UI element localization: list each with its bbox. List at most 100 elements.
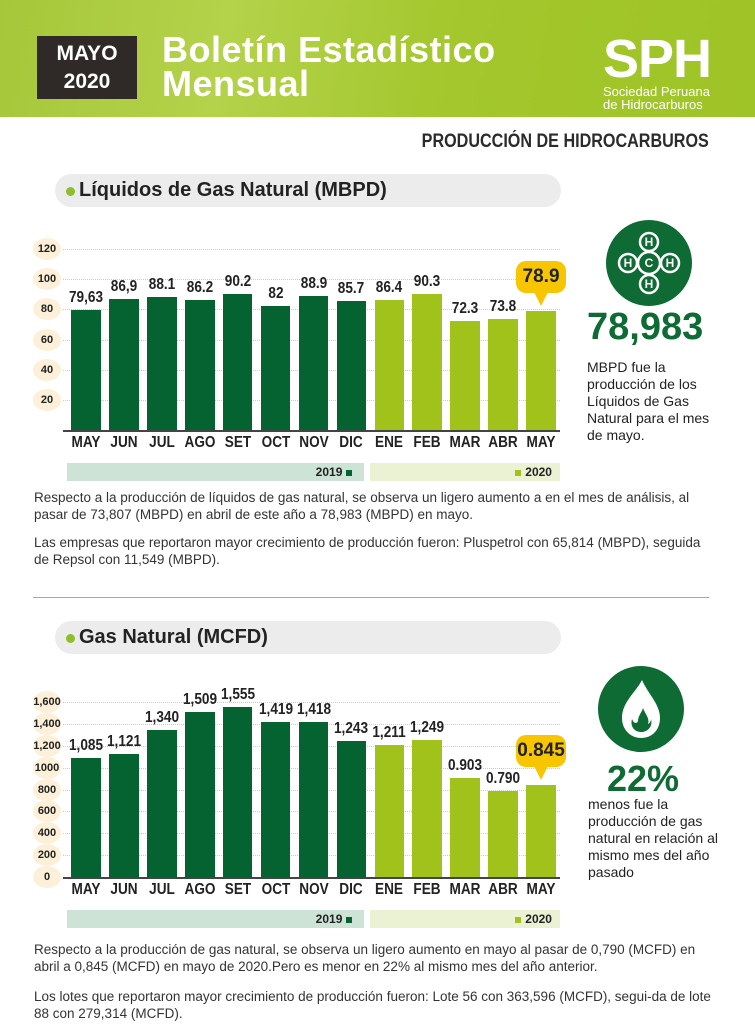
legend-label-2019: 2019: [315, 912, 343, 926]
bar-value-label: 1,555: [220, 685, 255, 703]
gridline: [63, 702, 560, 703]
bar-dic-2019: [336, 300, 367, 430]
legend-swatch-2020: [515, 470, 522, 476]
x-tick-label: MAY: [71, 881, 101, 898]
bar-value-label: 86.4: [376, 278, 403, 296]
bar-ene-2020: [374, 299, 405, 430]
sph-logo: SPH Sociedad Peruana de Hidrocarburos: [603, 29, 712, 112]
y-tick-label: 400: [33, 822, 61, 845]
x-tick-label: OCT: [261, 881, 290, 898]
bullet-icon: [66, 187, 75, 196]
bar-may-2020: [526, 310, 556, 430]
bar-value-label: 88.9: [300, 274, 327, 292]
bar-jun-2019: [109, 298, 139, 430]
gas-paragraph-1: Respecto a la producción de gas natural,…: [34, 942, 696, 974]
x-tick-label: OCT: [261, 434, 290, 451]
y-tick-label: 600: [33, 800, 61, 823]
bar-mar-2020: [450, 778, 480, 877]
x-tick-label: JUN: [110, 434, 138, 451]
y-tick-label: 100: [33, 268, 61, 291]
x-tick-label: FEB: [413, 434, 441, 451]
y-tick-label: 200: [33, 844, 61, 867]
logo-text: SPH: [603, 29, 712, 89]
x-tick-label: ABR: [488, 434, 518, 451]
legend-swatch-2019: [346, 917, 353, 923]
bar-jul-2019: [147, 730, 177, 877]
bar-value-label: 86,9: [110, 277, 138, 295]
bar-abr-2020: [488, 790, 518, 877]
bar-abr-2020: [488, 318, 518, 430]
legend-label-2019: 2019: [315, 465, 343, 479]
section-divider: [33, 597, 709, 598]
atom-h: H: [645, 235, 654, 249]
bar-value-label: 79,63: [68, 288, 103, 306]
bar-value-label: 73.8: [489, 297, 517, 315]
x-tick-label: MAY: [526, 881, 556, 898]
bar-nov-2019: [298, 721, 329, 877]
bar-nov-2019: [298, 295, 329, 430]
x-tick-label: MAR: [449, 434, 481, 451]
liquids-paragraph-1: Respecto a la producción de líquidos de …: [34, 490, 690, 522]
x-tick-label: ABR: [488, 881, 518, 898]
legend-2020: 2020: [370, 910, 560, 928]
atom-h: H: [645, 277, 654, 291]
chart-title-text: Líquidos de Gas Natural (MBPD): [79, 179, 387, 201]
gas-paragraph-2: Los lotes que reportaron mayor crecimien…: [34, 989, 711, 1021]
bar-jul-2019: [147, 297, 177, 430]
y-tick-label: 1,200: [33, 734, 61, 757]
bar-may-2019: [71, 309, 101, 430]
x-tick-label: JUL: [148, 434, 175, 451]
month: MAYO: [56, 42, 118, 65]
gridline: [63, 249, 560, 250]
bar-mar-2020: [450, 320, 480, 430]
bar-value-label: 1,419: [258, 700, 293, 718]
x-tick-label: FEB: [413, 881, 441, 898]
legend-swatch-2019: [346, 470, 353, 476]
bar-feb-2020: [412, 740, 443, 877]
date-badge: MAYO 2020: [37, 36, 137, 99]
x-tick-label: MAY: [71, 434, 101, 451]
logo-sub-2: de Hidrocarburos: [603, 97, 703, 112]
bar-value-label: 1,243: [334, 720, 369, 738]
x-tick-label: ENE: [375, 881, 404, 898]
legend-label-2020: 2020: [525, 465, 552, 479]
bar-value-label: 90.3: [414, 272, 441, 290]
bar-jun-2019: [109, 754, 139, 877]
bar-value-label: 1,340: [144, 709, 179, 727]
y-tick-label: 80: [33, 298, 61, 321]
bar-value-label: 72.3: [451, 299, 479, 317]
x-tick-label: JUN: [110, 881, 138, 898]
bar-value-label: 1,121: [106, 733, 141, 751]
logo-sub-1: Sociedad Peruana: [603, 84, 710, 99]
y-tick-label: 800: [33, 778, 61, 801]
x-tick-label: JUL: [148, 881, 175, 898]
x-tick-label: AGO: [184, 434, 216, 451]
y-tick-label: 0: [33, 866, 61, 888]
bar-may-2019: [71, 758, 101, 877]
y-tick-label: 1,600: [33, 691, 61, 713]
bar-value-label: 1,249: [410, 719, 445, 737]
legend-swatch-2020: [515, 917, 522, 923]
bar-oct-2019: [260, 306, 291, 430]
bar-set-2019: [222, 293, 253, 430]
x-tick-label: ENE: [375, 434, 404, 451]
x-tick-label: NOV: [298, 881, 329, 898]
bullet-icon: [66, 634, 75, 643]
liquids-total: 78,983: [587, 306, 704, 348]
atom-c: C: [645, 256, 654, 270]
x-tick-label: MAY: [526, 434, 556, 451]
bulletin-title: Boletín Estadístico Mensual: [162, 32, 496, 102]
bar-ene-2020: [374, 744, 405, 877]
bar-ago-2019: [184, 299, 215, 430]
year: 2020: [63, 70, 111, 93]
x-tick-label: AGO: [184, 881, 216, 898]
bar-value-label: 0.903: [448, 757, 483, 775]
highlight-value-callout: 0.845: [516, 734, 566, 780]
bar-value-label: 82: [267, 285, 284, 303]
liquids-paragraph-2: Las empresas que reportaron mayor crecim…: [34, 535, 701, 567]
bar-oct-2019: [260, 721, 291, 877]
y-tick-label: 120: [33, 238, 61, 260]
